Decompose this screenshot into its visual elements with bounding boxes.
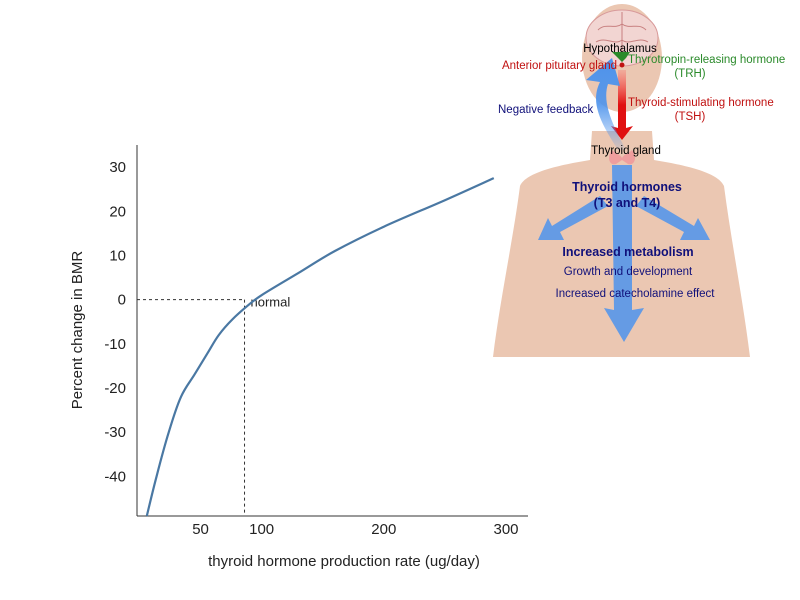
- y-tick-label: -10: [104, 336, 126, 353]
- x-tick-label: 50: [192, 521, 209, 538]
- tsh-abbrev-label: (TSH): [675, 111, 706, 123]
- thyroid-gland-label: Thyroid gland: [591, 145, 661, 157]
- x-tick-label: 200: [371, 521, 396, 538]
- negative-feedback-label: Negative feedback: [498, 104, 594, 116]
- catecholamine-effect-label: Increased catecholamine effect: [556, 288, 716, 300]
- growth-development-label: Growth and development: [564, 266, 693, 278]
- chart-axes: [136, 145, 528, 517]
- y-tick-label: 10: [109, 247, 126, 264]
- bmr-series-line: [145, 177, 495, 517]
- normal-label: normal: [251, 295, 291, 310]
- y-tick-label: -30: [104, 424, 126, 441]
- y-tick-label: -20: [104, 380, 126, 397]
- thyroid-hormone-arrows: [538, 165, 710, 342]
- pituitary-icon: [619, 62, 625, 68]
- hypothalamus-label: Hypothalamus: [583, 43, 657, 55]
- y-tick-label: 0: [118, 292, 126, 309]
- y-tick-labels: 30 20 10 0 -10 -20 -30 -40: [104, 159, 126, 485]
- y-tick-label: -40: [104, 468, 126, 485]
- normal-reference-lines: normal: [137, 295, 290, 516]
- anterior-pituitary-label: Anterior pituitary gland: [502, 60, 617, 72]
- increased-metabolism-label: Increased metabolism: [562, 245, 693, 259]
- x-tick-labels: 50 100 200 300: [192, 521, 518, 538]
- y-tick-label: 20: [109, 203, 126, 220]
- x-tick-label: 100: [249, 521, 274, 538]
- brain-icon: [585, 9, 659, 67]
- x-axis-title: thyroid hormone production rate (ug/day): [208, 553, 480, 570]
- hypothalamus-icon: [612, 52, 630, 62]
- negative-feedback-arrow-icon: [586, 58, 626, 150]
- trh-label: Thyrotropin-releasing hormone: [628, 54, 785, 66]
- tsh-arrow-icon: [611, 70, 633, 140]
- y-axis-title: Percent change in BMR: [69, 251, 86, 410]
- y-tick-label: 30: [109, 159, 126, 176]
- thyroid-gland-icon: [609, 150, 635, 165]
- thyroid-hormones-label: Thyroid hormones: [572, 180, 682, 194]
- tsh-label: Thyroid-stimulating hormone: [628, 97, 774, 109]
- x-tick-label: 300: [493, 521, 518, 538]
- trh-abbrev-label: (TRH): [674, 68, 705, 80]
- t3-t4-label: (T3 and T4): [594, 196, 661, 210]
